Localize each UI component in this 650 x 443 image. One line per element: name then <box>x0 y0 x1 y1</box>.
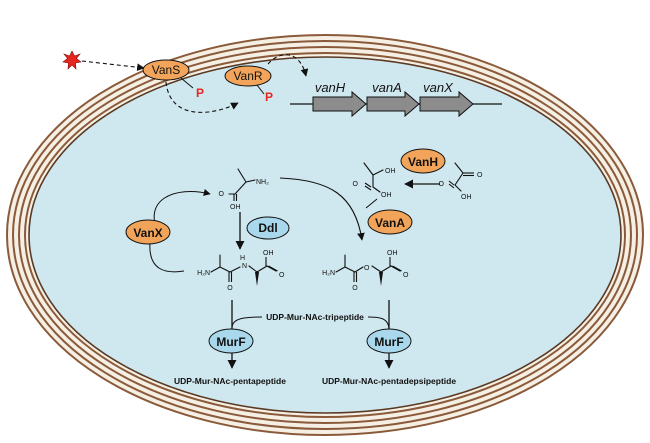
signal-starburst-icon <box>62 50 82 70</box>
gene-label-vanx: vanX <box>423 80 454 95</box>
d-ala-d-ala-h2n: H₂N <box>197 270 210 277</box>
pentapeptide-label: UDP-Mur-NAc-pentapeptide <box>174 376 286 386</box>
pyruvate-o1: O <box>477 172 483 179</box>
d-ala-o: O <box>219 191 225 198</box>
gene-label-vanh: vanH <box>315 80 346 95</box>
murf-left-label: MurF <box>216 335 245 349</box>
d-ala-d-ala-o1: O <box>227 285 233 292</box>
vana-label: VanA <box>375 216 405 230</box>
vans-phosphate: P <box>196 86 204 100</box>
d-ala-d-ala-oh: OH <box>263 250 274 257</box>
murf-right-label: MurF <box>374 335 403 349</box>
vans-protein: VanS P <box>142 59 204 100</box>
vanr-phosphate: P <box>265 90 273 104</box>
d-ala-nh2: NH₂ <box>256 179 269 186</box>
cell-envelope <box>6 34 644 436</box>
d-ala-d-lac-o1: O <box>352 285 358 292</box>
vana-protein: VanA <box>367 209 413 235</box>
d-ala-d-lac-oh: OH <box>387 250 398 257</box>
d-ala-oh: OH <box>230 204 241 211</box>
pyruvate-o2: O <box>439 181 445 188</box>
pyruvate-oh: OH <box>461 194 472 201</box>
d-lac-oh1: OH <box>385 168 396 175</box>
gene-arrow-vanh <box>312 90 367 118</box>
murf-left-protein: MurF <box>208 328 254 354</box>
vanx-label: VanX <box>133 226 162 240</box>
d-ala-d-lac-h2n: H₂N <box>322 270 335 277</box>
d-ala-d-lac-o-ester: O <box>364 265 370 272</box>
vana-arrow-from-d-lac <box>365 198 378 209</box>
vanr-label: VanR <box>233 69 262 83</box>
vanh-label: VanH <box>408 155 438 169</box>
vans-label: VanS <box>152 63 180 77</box>
d-ala-d-lac-o2: O <box>403 272 409 279</box>
signal-arrow <box>81 60 145 72</box>
vanr-to-operon-arrow <box>267 54 309 77</box>
vanx-protein: VanX <box>125 219 171 245</box>
d-ala-d-ala-h: H <box>240 255 245 262</box>
vana-arrow-from-d-ala <box>279 177 365 241</box>
d-ala-d-ala-o2: O <box>279 272 285 279</box>
ddl-label: Ddl <box>258 221 277 235</box>
d-lactate-molecule: OH O OH <box>353 162 396 199</box>
van-operon: vanH vanA vanX <box>290 80 502 118</box>
vanx-arrow-lower <box>149 241 185 273</box>
d-ala-d-ala-molecule: H₂N O N H OH O <box>197 250 285 292</box>
gene-label-vana: vanA <box>372 80 402 95</box>
pyruvate-molecule: O O OH <box>439 162 483 201</box>
vanh-protein: VanH <box>400 148 446 174</box>
d-lac-o: O <box>353 181 359 188</box>
d-alanine-molecule: NH₂ O OH <box>219 168 269 211</box>
d-lac-oh2: OH <box>381 192 392 199</box>
pentadepsipeptide-label: UDP-Mur-NAc-pentadepsipeptide <box>322 376 456 386</box>
ddl-protein: Ddl <box>246 216 290 240</box>
tripeptide-label: UDP-Mur-NAc-tripeptide <box>266 312 364 322</box>
murf-right-protein: MurF <box>366 328 412 354</box>
vans-to-vanr-arrow <box>165 81 239 113</box>
gene-arrow-vana <box>366 90 420 118</box>
cytoplasm <box>28 56 622 414</box>
d-ala-d-ala-n: N <box>242 263 247 270</box>
vanr-protein: VanR P <box>224 65 273 104</box>
d-ala-d-lac-molecule: H₂N O O OH O <box>322 250 409 292</box>
gene-arrow-vanx <box>419 90 474 118</box>
